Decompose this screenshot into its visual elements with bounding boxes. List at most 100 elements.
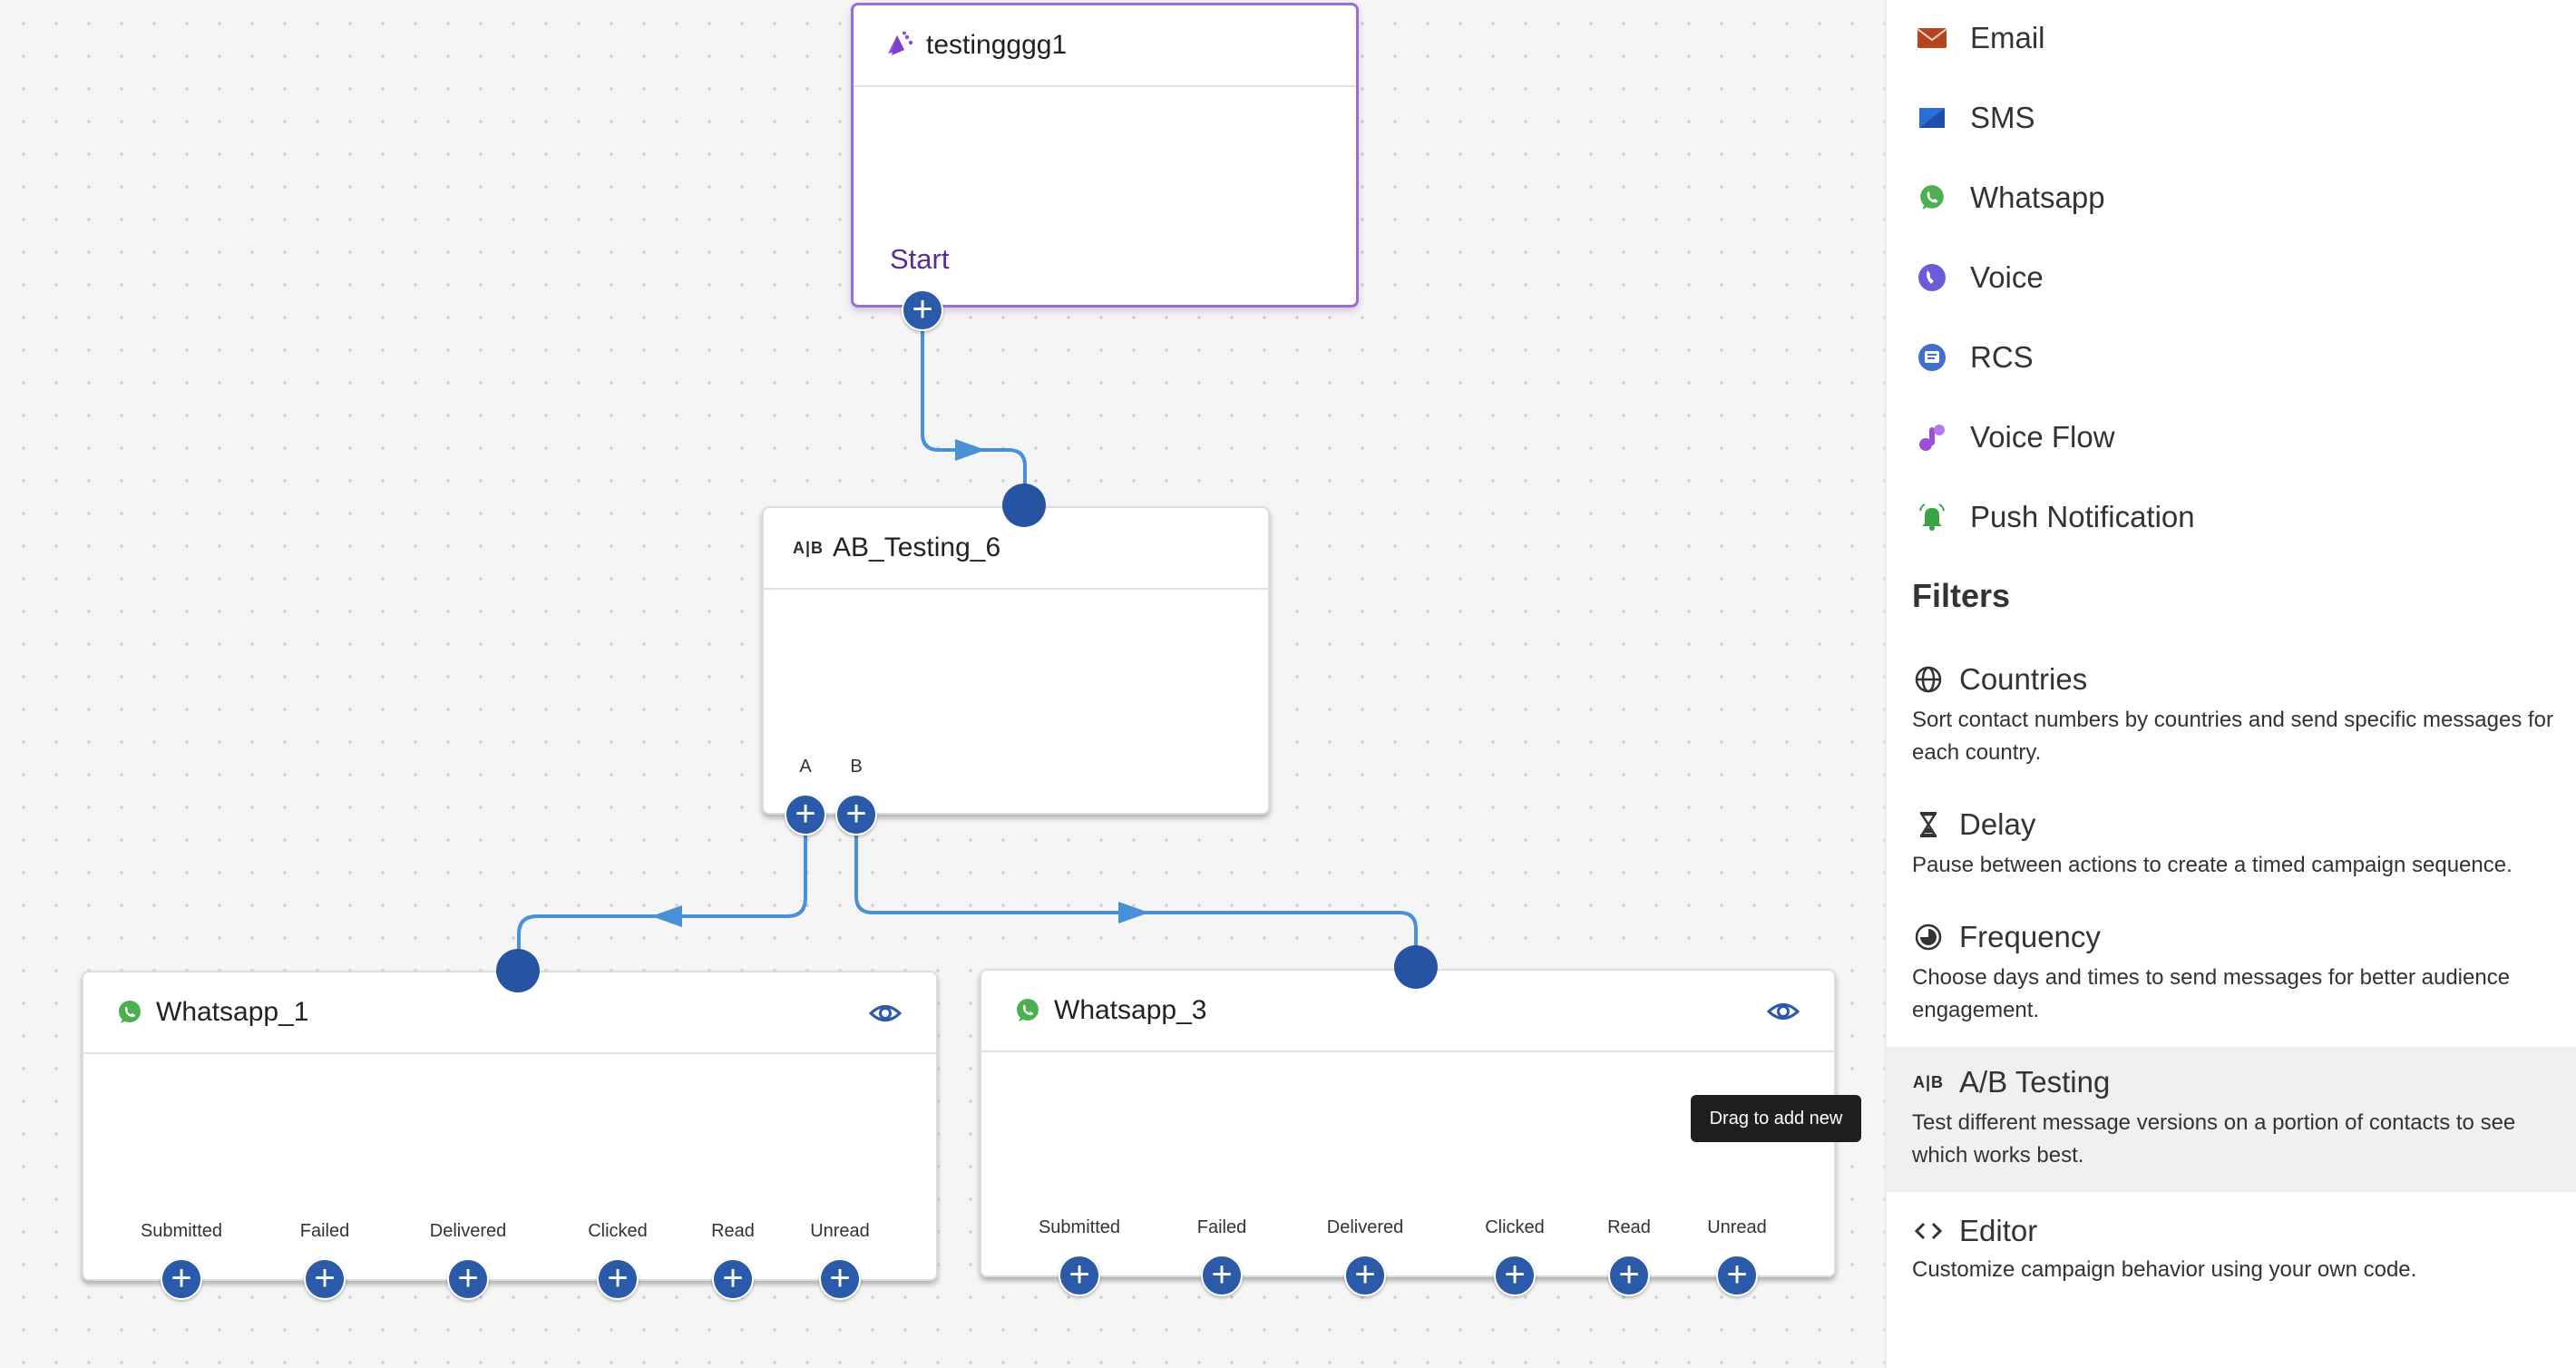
whatsapp-node-3-title: Whatsapp_3 (1054, 995, 1207, 1025)
sms-icon (1914, 100, 1950, 136)
ab-input-handle[interactable] (1002, 484, 1046, 527)
filter-description: Pause between actions to create a timed … (1912, 853, 2513, 877)
email-icon (1914, 20, 1950, 56)
channel-voice-flow[interactable]: Voice Flow (1914, 410, 2115, 464)
output-add-button[interactable]: + (1716, 1255, 1758, 1296)
filter-countries[interactable]: Countries Sort contact numbers by countr… (1887, 650, 2576, 777)
voice-flow-icon (1914, 419, 1950, 455)
output-label: Failed (1196, 1217, 1247, 1237)
output-label: Clicked (588, 1221, 648, 1241)
channel-label: Voice Flow (1970, 420, 2115, 454)
channel-whatsapp[interactable]: Whatsapp (1914, 171, 2105, 225)
start-label: Start (890, 243, 950, 275)
voice-icon (1914, 259, 1950, 296)
rcs-icon (1914, 339, 1950, 376)
output-add-button[interactable]: + (597, 1258, 639, 1300)
whatsapp-node-1[interactable]: Whatsapp_1 (82, 971, 938, 1281)
globe-icon (1912, 663, 1945, 696)
branch-b-add-button[interactable]: + (835, 794, 877, 835)
drag-tooltip: Drag to add new (1691, 1095, 1861, 1142)
branch-a-add-button[interactable]: + (785, 794, 826, 835)
flow-canvas[interactable]: testingggg1 Start + A|B AB_Testing_6 A B… (0, 0, 1885, 1368)
components-sidebar: Email SMS Whatsapp Voice RCS Voice Flow (1885, 0, 2576, 1368)
filters-heading: Filters (1912, 577, 2011, 614)
whatsapp-node-3-header: Whatsapp_3 (981, 971, 1834, 1052)
start-node[interactable]: testingggg1 Start (851, 3, 1359, 308)
ab-node-header: A|B AB_Testing_6 (764, 508, 1268, 590)
output-add-button[interactable]: + (161, 1258, 202, 1300)
start-node-header: testingggg1 (854, 5, 1356, 87)
channel-label: RCS (1970, 340, 2034, 374)
filter-description: Sort contact numbers by countries and se… (1912, 708, 2554, 765)
whatsapp-node-1-input-handle[interactable] (496, 949, 540, 992)
preview-eye-icon[interactable] (1766, 996, 1800, 1027)
channel-email[interactable]: Email (1914, 11, 2045, 65)
edge-arrow-ab-b (1118, 902, 1149, 923)
output-label: Unread (1707, 1217, 1767, 1237)
channel-label: Push Notification (1970, 500, 2195, 533)
output-add-button[interactable]: + (1059, 1255, 1100, 1296)
output-label: Unread (810, 1221, 870, 1241)
ab-icon: A|B (1912, 1072, 1945, 1091)
filter-label: Frequency (1959, 920, 2101, 953)
preview-eye-icon[interactable] (868, 998, 903, 1029)
output-add-button[interactable]: + (712, 1258, 754, 1300)
whatsapp-node-3-input-handle[interactable] (1394, 945, 1438, 989)
output-label: Submitted (1038, 1217, 1121, 1237)
ab-testing-node[interactable]: A|B AB_Testing_6 (762, 506, 1270, 815)
megaphone-icon (884, 30, 915, 61)
output-add-button[interactable]: + (1201, 1255, 1243, 1296)
start-add-button[interactable]: + (902, 289, 943, 331)
ab-icon: A|B (792, 538, 825, 557)
output-label: Delivered (1326, 1217, 1404, 1237)
filter-label: Countries (1959, 662, 2088, 696)
edge-arrow-start-ab (955, 439, 986, 461)
bell-icon (1914, 499, 1950, 535)
output-label: Delivered (429, 1221, 507, 1241)
whatsapp-node-1-header: Whatsapp_1 (83, 972, 936, 1054)
whatsapp-icon (1012, 995, 1043, 1026)
output-add-button[interactable]: + (1344, 1255, 1386, 1296)
output-label: Failed (299, 1221, 350, 1241)
edge-ab-b-to-whatsapp3 (854, 815, 1418, 967)
branch-b-label: B (850, 757, 863, 777)
edge-ab-a-to-whatsapp1 (517, 815, 807, 971)
output-add-button[interactable]: + (819, 1258, 861, 1300)
channel-rcs[interactable]: RCS (1914, 330, 2034, 385)
channel-label: Whatsapp (1970, 181, 2105, 214)
output-add-button[interactable]: + (304, 1258, 346, 1300)
filter-ab-testing[interactable]: A|B A/B Testing Test different message v… (1887, 1047, 2576, 1192)
edge-start-to-ab (921, 310, 1027, 504)
branch-a-label: A (799, 757, 812, 777)
output-add-button[interactable]: + (1494, 1255, 1536, 1296)
output-add-button[interactable]: + (1608, 1255, 1650, 1296)
whatsapp-node-1-title: Whatsapp_1 (156, 997, 309, 1027)
hourglass-icon (1912, 808, 1945, 841)
filter-editor[interactable]: Editor Customize campaign behavior using… (1887, 1201, 2576, 1292)
filter-description: Customize campaign behavior using your o… (1912, 1257, 2417, 1282)
channel-sms[interactable]: SMS (1914, 91, 2035, 145)
output-add-button[interactable]: + (447, 1258, 489, 1300)
channel-label: Email (1970, 21, 2045, 54)
output-label: Clicked (1485, 1217, 1545, 1237)
output-label: Submitted (140, 1221, 223, 1241)
channel-label: SMS (1970, 101, 2035, 134)
edge-arrow-ab-a (651, 905, 682, 927)
filter-delay[interactable]: Delay Pause between actions to create a … (1887, 795, 2576, 894)
channel-push-notification[interactable]: Push Notification (1914, 490, 2195, 544)
output-label: Read (1607, 1217, 1651, 1237)
output-label: Read (711, 1221, 755, 1241)
filter-label: Editor (1959, 1214, 2038, 1247)
channel-voice[interactable]: Voice (1914, 250, 2044, 305)
filter-description: Choose days and times to send messages f… (1912, 965, 2511, 1022)
start-node-title: testingggg1 (926, 30, 1068, 60)
code-icon (1912, 1215, 1945, 1247)
filter-description: Test different message versions on a por… (1912, 1110, 2516, 1168)
filter-frequency[interactable]: Frequency Choose days and times to send … (1887, 907, 2576, 1034)
filter-label: A/B Testing (1959, 1065, 2111, 1099)
whatsapp-icon (114, 997, 145, 1028)
channel-label: Voice (1970, 260, 2044, 294)
frequency-icon (1912, 921, 1945, 953)
ab-node-title: AB_Testing_6 (833, 533, 1001, 562)
filter-label: Delay (1959, 807, 2036, 841)
